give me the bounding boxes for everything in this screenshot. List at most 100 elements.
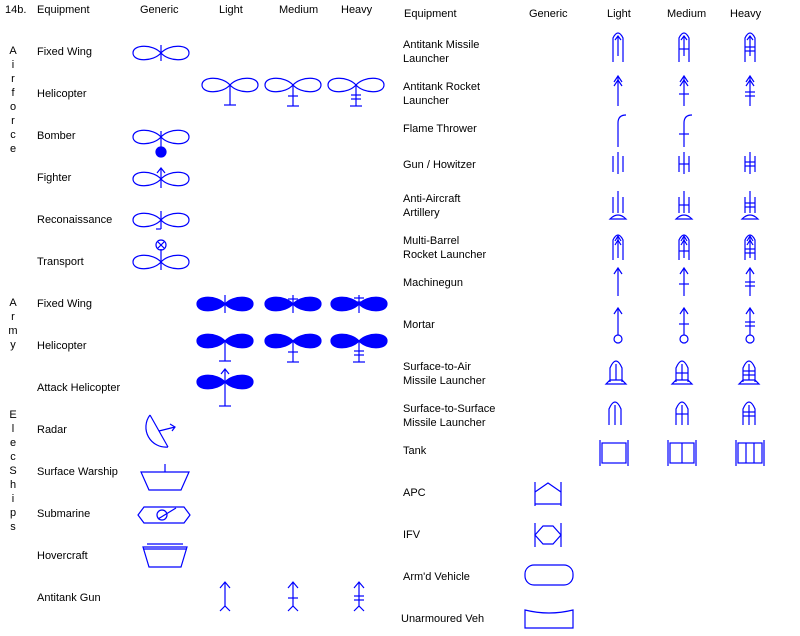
item-machinegun: Machinegun	[403, 277, 463, 289]
left-header-generic: Generic	[140, 4, 179, 16]
item-airforce-helicopter: Helicopter	[37, 88, 87, 100]
gun-howitzer-medium-symbol	[678, 152, 690, 174]
submarine-generic-symbol	[137, 506, 191, 524]
army-helicopter-light-symbol	[196, 333, 254, 362]
flame-thrower-light-symbol	[617, 114, 627, 147]
army-fixed-wing-heavy-symbol	[330, 295, 388, 313]
surface-to-air-missile-launcher-light-symbol	[604, 360, 628, 385]
item-antitank-missile-launcher: Antitank Missile Launcher	[403, 39, 480, 65]
group-label-army: A r m y	[8, 297, 18, 351]
item-airforce-bomber: Bomber	[37, 130, 76, 142]
surface-to-air-missile-launcher-heavy-symbol	[737, 360, 761, 385]
left-header-light: Light	[219, 4, 243, 16]
item-elec-radar: Radar	[37, 424, 67, 436]
item-ships-submarine: Submarine	[37, 508, 91, 520]
unarmoured-vehicle-generic-symbol	[524, 609, 574, 629]
left-header-equipment: Equipment	[37, 4, 90, 16]
right-header-light: Light	[607, 8, 631, 20]
item-airforce-fighter: Fighter	[37, 172, 72, 184]
item-airforce-fixed-wing: Fixed Wing	[37, 46, 93, 58]
anti-aircraft-artillery-medium-symbol	[674, 191, 694, 220]
item-army-attack-helicopter: Attack Helicopter	[37, 382, 121, 394]
surface-to-air-missile-launcher-medium-symbol	[670, 360, 694, 385]
machinegun-light-symbol	[613, 266, 623, 296]
hovercraft-generic-symbol	[142, 543, 188, 568]
machinegun-medium-symbol	[679, 266, 689, 296]
army-fixed-wing-medium-symbol	[264, 295, 322, 313]
item-flame-thrower: Flame Thrower	[403, 123, 477, 135]
item-ships-hovercraft: Hovercraft	[37, 550, 88, 562]
item-multi-barrel-rocket-launcher: Multi-Barrel Rocket Launcher	[403, 235, 487, 261]
multi-barrel-rocket-launcher-heavy-symbol	[744, 234, 756, 260]
section-label: 14b.	[5, 4, 27, 16]
armoured-vehicle-generic-symbol	[524, 564, 574, 586]
item-antitank-gun: Antitank Gun	[37, 592, 101, 604]
anti-aircraft-artillery-heavy-symbol	[740, 191, 760, 220]
item-ifv: IFV	[403, 529, 421, 541]
item-army-helicopter: Helicopter	[37, 340, 87, 352]
airforce-transport-generic-symbol	[132, 239, 190, 270]
item-airforce-reconaissance: Reconaissance	[37, 214, 113, 226]
item-antitank-rocket-launcher: Antitank Rocket Launcher	[403, 81, 481, 107]
antitank-rocket-launcher-heavy-symbol	[745, 74, 755, 106]
item-army-fixed-wing: Fixed Wing	[37, 298, 93, 310]
airforce-bomber-generic-symbol	[132, 129, 190, 158]
right-header-equipment: Equipment	[404, 8, 457, 20]
airforce-helicopter-heavy-symbol	[327, 77, 385, 107]
airforce-reconaissance-generic-symbol	[132, 211, 190, 230]
airforce-helicopter-light-symbol	[201, 77, 259, 106]
gun-howitzer-heavy-symbol	[744, 152, 756, 174]
surface-warship-generic-symbol	[140, 464, 190, 491]
airforce-helicopter-medium-symbol	[264, 77, 322, 107]
multi-barrel-rocket-launcher-medium-symbol	[678, 234, 690, 260]
right-header-heavy: Heavy	[730, 8, 762, 20]
airforce-fixed-wing-generic-symbol	[132, 45, 190, 61]
group-label-ships: S h i p s	[9, 465, 17, 533]
antitank-gun-medium-symbol	[287, 581, 299, 612]
flame-thrower-medium-symbol	[679, 114, 693, 147]
ifv-generic-symbol	[534, 523, 562, 547]
apc-generic-symbol	[534, 482, 562, 506]
item-airforce-transport: Transport	[37, 256, 84, 268]
antitank-gun-heavy-symbol	[353, 581, 365, 612]
group-label-airforce: A i r f o r c e	[9, 45, 17, 155]
tank-heavy-symbol	[735, 440, 765, 466]
right-header-generic: Generic	[529, 8, 568, 20]
left-header-medium: Medium	[279, 4, 319, 16]
mortar-heavy-symbol	[745, 306, 755, 344]
surface-to-surface-missile-launcher-medium-symbol	[675, 401, 689, 425]
army-helicopter-medium-symbol	[264, 333, 322, 363]
group-label-elec: E l e c	[9, 409, 17, 463]
right-header-medium: Medium	[667, 8, 707, 20]
item-surface-to-air-missile-launcher: Surface-to-Air Missile Launcher	[403, 361, 486, 387]
army-attack-helicopter-light-symbol	[196, 368, 254, 407]
item-armoured-vehicle: Arm'd Vehicle	[403, 571, 470, 583]
item-gun-howitzer: Gun / Howitzer	[403, 159, 476, 171]
item-tank: Tank	[403, 445, 427, 457]
airforce-fighter-generic-symbol	[132, 167, 190, 188]
antitank-gun-light-symbol	[219, 581, 231, 612]
item-mortar: Mortar	[403, 319, 435, 331]
mortar-medium-symbol	[679, 306, 689, 344]
anti-aircraft-artillery-light-symbol	[608, 191, 628, 220]
antitank-missile-launcher-heavy-symbol	[744, 32, 756, 62]
mortar-light-symbol	[613, 306, 623, 344]
item-anti-aircraft-artillery: Anti-Aircraft Artillery	[403, 193, 461, 219]
antitank-missile-launcher-medium-symbol	[678, 32, 690, 62]
item-surface-to-surface-missile-launcher: Surface-to-Surface Missile Launcher	[403, 403, 496, 429]
item-apc: APC	[403, 487, 426, 499]
left-header-heavy: Heavy	[341, 4, 373, 16]
radar-generic-symbol	[145, 414, 176, 448]
machinegun-heavy-symbol	[745, 266, 755, 296]
tank-medium-symbol	[667, 440, 697, 466]
army-fixed-wing-light-symbol	[196, 295, 254, 313]
surface-to-surface-missile-launcher-heavy-symbol	[742, 401, 756, 425]
surface-to-surface-missile-launcher-light-symbol	[608, 401, 622, 425]
antitank-rocket-launcher-medium-symbol	[679, 74, 689, 106]
tank-light-symbol	[599, 440, 629, 466]
gun-howitzer-light-symbol	[612, 152, 624, 174]
item-ships-surface-warship: Surface Warship	[37, 466, 118, 478]
antitank-missile-launcher-light-symbol	[612, 32, 624, 62]
army-helicopter-heavy-symbol	[330, 333, 388, 363]
